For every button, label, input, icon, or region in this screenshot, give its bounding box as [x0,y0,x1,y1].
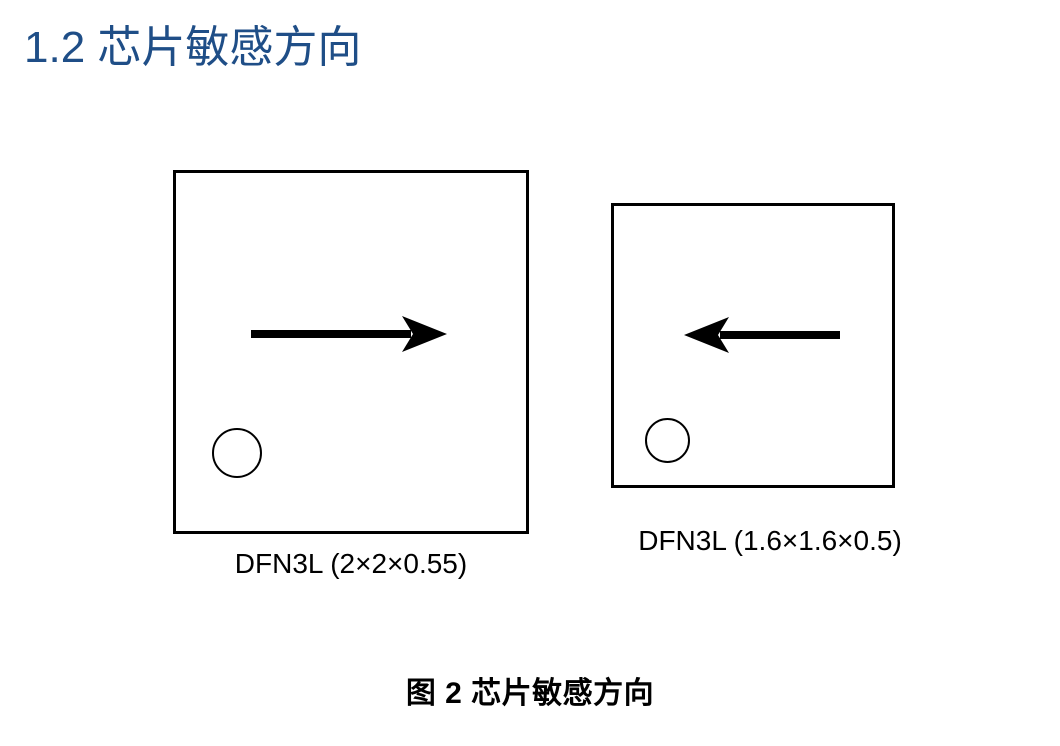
pin1-index-circle [212,428,262,478]
package-label-dfn3l-2x2: DFN3L (2×2×0.55) [234,548,468,579]
sensitive-direction-arrow-right [251,316,447,352]
package-label-dfn3l-1p6x1p6: DFN3L (1.6×1.6×0.5) [638,525,902,556]
package-diagram-dfn3l-1p6x1p6 [611,203,895,488]
sensitive-direction-arrow-left [684,317,840,353]
page-title: 1.2 芯片敏感方向 [24,23,362,72]
package-diagram-dfn3l-2x2 [173,170,529,534]
package-outline-rect [173,170,529,534]
pin1-index-circle [645,418,690,463]
figure-caption: 图 2 芯片敏感方向 [405,677,655,710]
